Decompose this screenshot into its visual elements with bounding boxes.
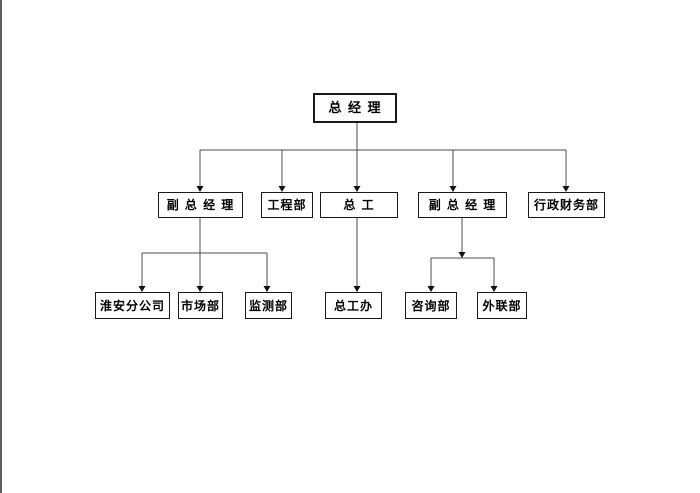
edges-deputy-gm-2-group xyxy=(427,218,498,292)
node-external-liaison-dept: 外联部 xyxy=(477,292,527,319)
edges-level-1 xyxy=(196,123,570,192)
node-monitoring-dept: 监测部 xyxy=(245,292,292,319)
node-consulting-dept: 咨询部 xyxy=(405,292,457,319)
edges-deputy-gm-1-group xyxy=(138,218,271,292)
node-admin-finance-dept: 行政财务部 xyxy=(528,192,605,218)
node-general-manager: 总 经 理 xyxy=(313,93,397,123)
edge-chief-engineer-group xyxy=(353,218,361,292)
node-engineering-dept: 工程部 xyxy=(261,192,313,218)
node-chief-engineer: 总 工 xyxy=(320,192,398,218)
node-deputy-general-manager-1: 副 总 经 理 xyxy=(158,192,243,218)
node-marketing-dept: 市场部 xyxy=(178,292,223,319)
node-chief-engineer-office: 总工办 xyxy=(325,292,382,319)
node-deputy-general-manager-2: 副 总 经 理 xyxy=(418,192,507,218)
node-huaian-branch: 淮安分公司 xyxy=(95,292,170,319)
page-edge-line xyxy=(0,0,2,493)
